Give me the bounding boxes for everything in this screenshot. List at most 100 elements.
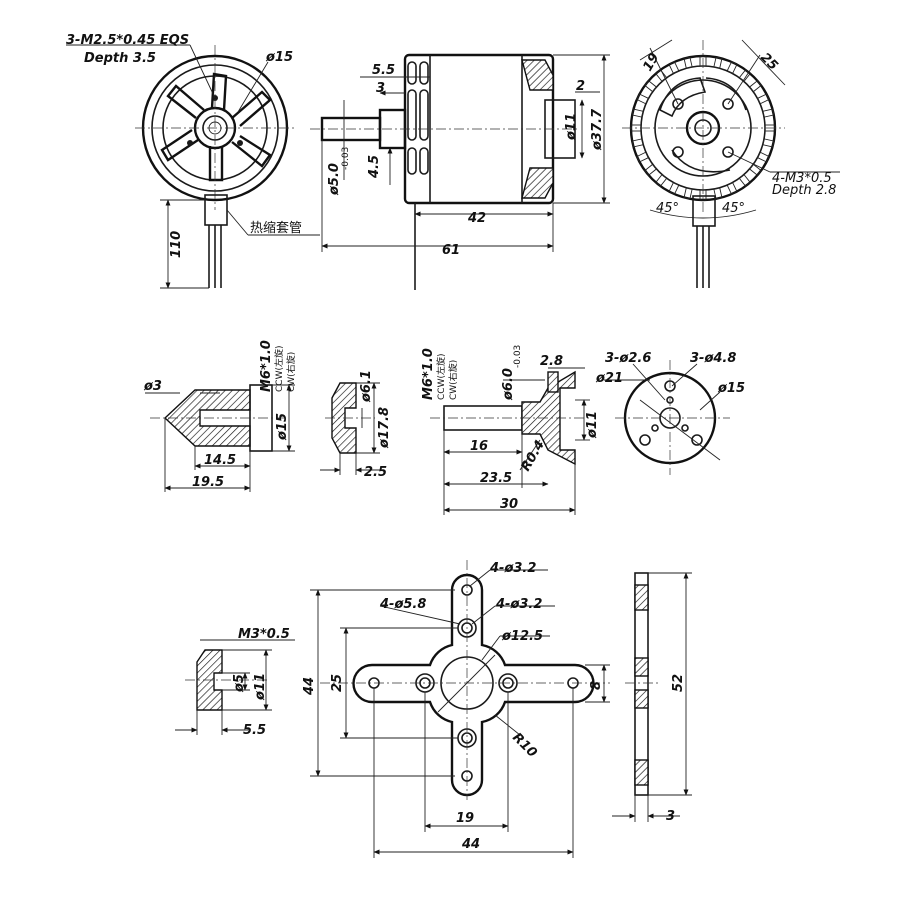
cooling-slots bbox=[407, 61, 429, 175]
front-holes-b: 3-ø4.8 bbox=[690, 351, 736, 366]
vent-slot bbox=[644, 163, 658, 176]
mount-dim-44-v: 44 bbox=[302, 677, 317, 696]
vent-slot bbox=[748, 163, 762, 176]
side-dim-3: 3 bbox=[376, 81, 385, 96]
side-dim-5-5: 5.5 bbox=[372, 63, 395, 78]
washer-dia-6-1: ø6.1 bbox=[359, 370, 374, 403]
vent-slot bbox=[668, 61, 680, 75]
prop-adapter: M6*1.0 CCW(左旋) CW(右旋) ø6.0 -0.03 2.8 ø11… bbox=[421, 345, 600, 515]
adapter-hole bbox=[639, 434, 651, 446]
bottom-angle-right: 45° bbox=[722, 201, 745, 216]
adapter-ccw: CCW(左旋) bbox=[435, 354, 447, 401]
spacer-dia-5: ø5 bbox=[232, 674, 247, 693]
mount-hole bbox=[722, 146, 734, 158]
top-screw-spec: 3-M2.5*0.45 EQS bbox=[66, 33, 189, 48]
x-mount-side: 52 3 bbox=[612, 572, 692, 824]
side-shaft-tol: -0.03 bbox=[341, 147, 351, 170]
adapter-dia-6-tol: -0.03 bbox=[513, 345, 523, 368]
vent-slot bbox=[762, 138, 775, 148]
top-spokes bbox=[160, 72, 272, 182]
mount-radius-10: R10 bbox=[509, 730, 539, 760]
top-dia-15: ø15 bbox=[265, 50, 293, 65]
vent-slot bbox=[636, 151, 650, 163]
vent-slot bbox=[644, 80, 658, 93]
mount-dim-19: 19 bbox=[456, 811, 474, 826]
nut-cw: CW(右旋) bbox=[285, 352, 297, 392]
vent-slot bbox=[738, 69, 751, 83]
vent-slot bbox=[631, 138, 644, 148]
mount-hole bbox=[672, 98, 684, 110]
motor-top-view: 3-M2.5*0.45 EQS Depth 3.5 ø15 110 热缩套管 bbox=[66, 33, 320, 289]
mount-dim-25: 25 bbox=[330, 674, 345, 692]
vent-slot bbox=[738, 173, 751, 187]
mount-holes-top: 4-ø3.2 bbox=[489, 561, 536, 576]
adapter-front-view: 3-ø2.6 3-ø4.8 ø21 ø15 bbox=[595, 351, 745, 475]
adapter-len-16: 16 bbox=[470, 439, 488, 454]
nut-dia-3: ø3 bbox=[143, 379, 162, 394]
side-mount-3: 3 bbox=[666, 809, 675, 824]
vent-slot bbox=[762, 108, 775, 118]
adapter-len-30: 30 bbox=[500, 497, 518, 512]
prop-nut: ø3 M6*1.0 CCW(左旋) CW(右旋) ø15 14.5 19.5 bbox=[143, 340, 297, 492]
side-dia-37-7: ø37.7 bbox=[590, 108, 605, 151]
screw-hole bbox=[237, 140, 243, 146]
screw-hole bbox=[187, 140, 193, 146]
vent-slot bbox=[655, 173, 668, 187]
vent-slot bbox=[636, 93, 650, 105]
adapter-dim-2-8: 2.8 bbox=[540, 354, 563, 369]
vent-slot bbox=[683, 56, 693, 69]
front-dia-21: ø21 bbox=[595, 371, 623, 386]
side-len-61: 61 bbox=[442, 243, 460, 258]
mount-hole bbox=[672, 146, 684, 158]
adapter-len-23-5: 23.5 bbox=[480, 471, 512, 486]
mount-dim-44-h: 44 bbox=[461, 837, 480, 852]
side-mount-52: 52 bbox=[671, 674, 686, 692]
nut-ccw: CCW(左旋) bbox=[273, 346, 285, 393]
vent-slot bbox=[668, 181, 680, 195]
adapter-dia-11: ø11 bbox=[585, 411, 600, 439]
mount-holes-mid: 4-ø3.2 bbox=[495, 597, 542, 612]
spacer-len-5-5: 5.5 bbox=[243, 723, 266, 738]
top-screw-depth: Depth 3.5 bbox=[84, 51, 156, 66]
mount-dim-8: 8 bbox=[589, 681, 604, 690]
adapter-thread: M6*1.0 bbox=[421, 348, 436, 400]
vent-slot bbox=[683, 187, 693, 200]
heat-shrink-label: 热缩套管 bbox=[250, 220, 302, 236]
side-shaft-dia: ø5.0 bbox=[327, 163, 342, 196]
vent-slot bbox=[756, 93, 770, 105]
adapter-hole bbox=[691, 434, 703, 446]
vent-slot bbox=[713, 56, 723, 69]
x-mount: 4-ø3.2 4-ø5.8 4-ø3.2 ø12.5 44 25 8 R10 1… bbox=[302, 560, 610, 858]
top-lead-length: 110 bbox=[169, 231, 184, 258]
motor-bottom-view: 19 25 4-M3*0.5 Depth 2.8 45° 45° bbox=[622, 39, 840, 288]
bottom-angle-left: 45° bbox=[656, 201, 679, 216]
side-len-42: 42 bbox=[467, 211, 486, 226]
mount-dia-12-5: ø12.5 bbox=[501, 629, 543, 644]
spacer: M3*0.5 ø5 ø11 5.5 bbox=[175, 627, 295, 738]
spacer-dia-11: ø11 bbox=[253, 673, 268, 701]
motor-side-view: 5.5 3 2 ø11 ø37.7 ø5.0 -0.03 4.5 42 61 bbox=[310, 53, 610, 290]
nut-dia-15: ø15 bbox=[275, 413, 290, 441]
nut-len-14-5: 14.5 bbox=[204, 453, 236, 468]
vent-slot bbox=[726, 61, 738, 75]
front-dia-15: ø15 bbox=[717, 381, 745, 396]
adapter-hole-small bbox=[681, 424, 689, 432]
washer-dia-17-8: ø17.8 bbox=[377, 407, 392, 449]
adapter-cw: CW(右旋) bbox=[447, 360, 459, 400]
side-dia-11: ø11 bbox=[564, 113, 579, 141]
nut-len-19-5: 19.5 bbox=[192, 475, 224, 490]
side-dim-2: 2 bbox=[576, 79, 585, 94]
spacer-thread: M3*0.5 bbox=[238, 627, 290, 642]
mount-hole bbox=[722, 98, 734, 110]
bottom-mount-spec: 4-M3*0.5 bbox=[772, 171, 832, 186]
adapter-hole-small bbox=[651, 424, 659, 432]
washer: ø6.1 ø17.8 2.5 bbox=[320, 370, 392, 480]
vent-slot bbox=[655, 69, 668, 83]
nut-thread: M6*1.0 bbox=[259, 340, 274, 392]
washer-thick-2-5: 2.5 bbox=[364, 465, 387, 480]
front-holes-a: 3-ø2.6 bbox=[605, 351, 651, 366]
side-dim-4-5: 4.5 bbox=[367, 155, 382, 179]
vent-slot bbox=[756, 151, 770, 163]
adapter-radius: R0.4 bbox=[518, 438, 548, 474]
